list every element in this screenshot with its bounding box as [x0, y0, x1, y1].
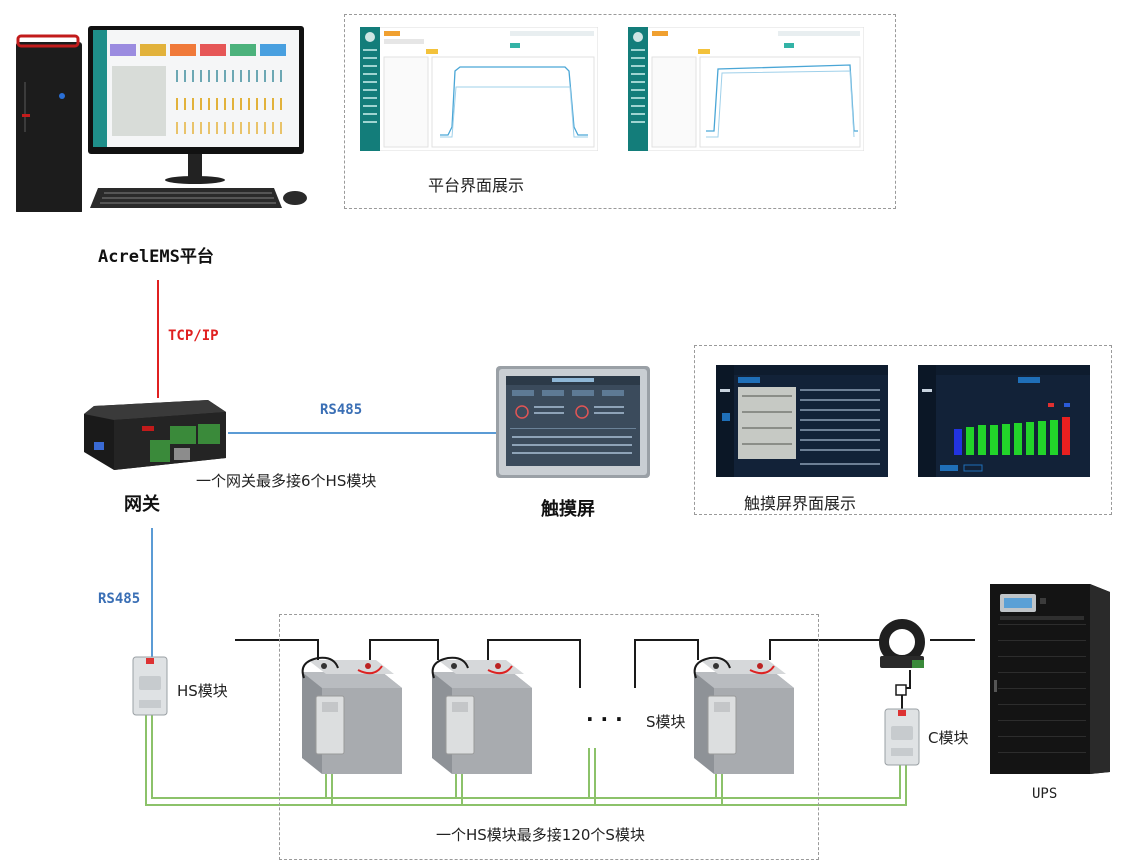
- platform-screenshot-2: [628, 27, 864, 151]
- touchscreen-name: 触摸屏: [541, 499, 595, 520]
- power-bus: [235, 639, 975, 688]
- touchscreen-ui-box: [694, 345, 1112, 515]
- rs485-label-left: RS485: [98, 591, 141, 607]
- tcpip-label: TCP/IP: [168, 328, 219, 344]
- current-transformer-icon: [879, 619, 925, 668]
- gateway-name: 网关: [124, 494, 160, 515]
- battery-icon-1: [301, 656, 402, 774]
- touchscreen-screenshot-2: [918, 365, 1090, 477]
- hs-module-icon: [132, 656, 168, 716]
- touchscreen-panel-icon: [496, 366, 650, 478]
- hs-module-label: HS模块: [177, 682, 228, 700]
- platform-name: AcrelEMS平台: [98, 247, 214, 267]
- touchscreen-ui-caption: 触摸屏界面展示: [744, 494, 857, 513]
- c-module-icon: [884, 708, 920, 766]
- ellipsis-dots: · · ·: [586, 707, 623, 731]
- gateway-device-icon: [84, 400, 226, 470]
- bottom-note: 一个HS模块最多接120个S模块: [436, 826, 645, 844]
- ups-label: UPS: [1032, 786, 1058, 802]
- platform-ui-caption: 平台界面展示: [428, 176, 525, 195]
- platform-screenshot-1: [360, 27, 598, 151]
- c-module-label: C模块: [928, 729, 969, 747]
- battery-icon-3: [693, 656, 794, 774]
- gateway-note: 一个网关最多接6个HS模块: [196, 472, 377, 490]
- desktop-computer-icon: [16, 26, 307, 212]
- rs485-label-top: RS485: [320, 402, 363, 418]
- battery-string-box: [279, 614, 819, 860]
- ups-cabinet-icon: [990, 584, 1110, 774]
- s-module-label: S模块: [646, 713, 686, 731]
- battery-icon-2: [431, 656, 532, 774]
- touchscreen-screenshot-1: [716, 365, 888, 477]
- platform-ui-box: [344, 14, 896, 209]
